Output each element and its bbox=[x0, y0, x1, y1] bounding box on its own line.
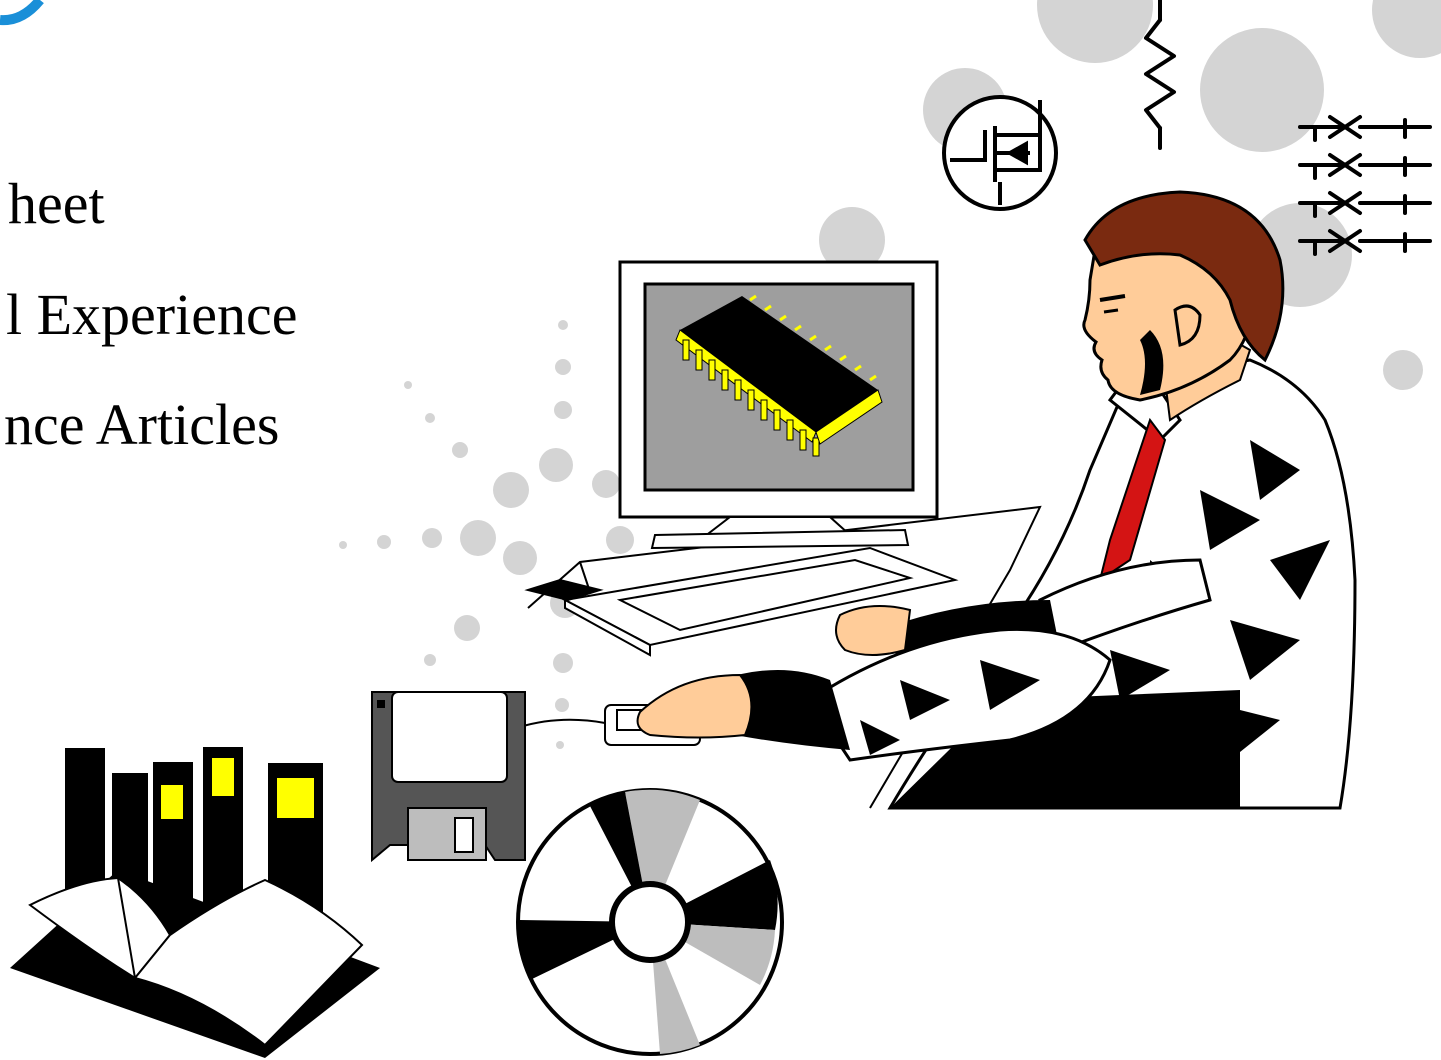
mosfet-icon bbox=[942, 95, 1058, 211]
ic-chip-icon bbox=[675, 294, 883, 457]
open-book-icon bbox=[10, 870, 380, 1058]
resistor-icon bbox=[1144, 0, 1176, 150]
engineer-figure bbox=[636, 190, 1357, 810]
bullet-item-datasheet: heet bbox=[8, 171, 105, 236]
diode-array-icon bbox=[1298, 115, 1432, 256]
decorative-dots bbox=[339, 320, 634, 749]
floppy-disk-icon bbox=[371, 691, 526, 863]
bullet-item-experience: l Experience bbox=[6, 282, 298, 347]
cd-rom-icon bbox=[516, 788, 784, 1056]
accent-arc bbox=[0, 0, 44, 26]
bullet-item-articles: nce Articles bbox=[4, 392, 280, 457]
keyboard-icon bbox=[524, 546, 959, 657]
